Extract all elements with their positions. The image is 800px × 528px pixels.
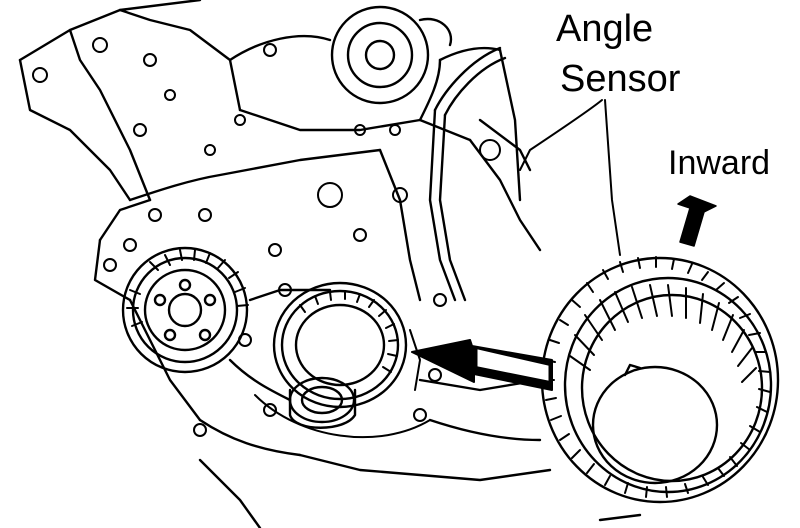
install-arrow xyxy=(411,339,553,391)
left-gear xyxy=(121,246,249,374)
angle-label: Angle xyxy=(556,8,654,50)
timing-gear-with-sensor-plate xyxy=(540,256,780,504)
sensor-leader-lines xyxy=(519,99,621,256)
inward-label: Inward xyxy=(668,144,771,182)
upper-pulley xyxy=(330,5,453,105)
arrow-up-right-icon xyxy=(677,195,717,247)
sensor-cable xyxy=(428,46,532,302)
crank-gear-installed xyxy=(272,281,408,429)
engine-block-outline xyxy=(18,0,642,528)
sensor-label: Sensor xyxy=(560,58,681,100)
timing-chain-guide xyxy=(254,329,431,439)
inward-direction-arrow xyxy=(677,195,717,247)
